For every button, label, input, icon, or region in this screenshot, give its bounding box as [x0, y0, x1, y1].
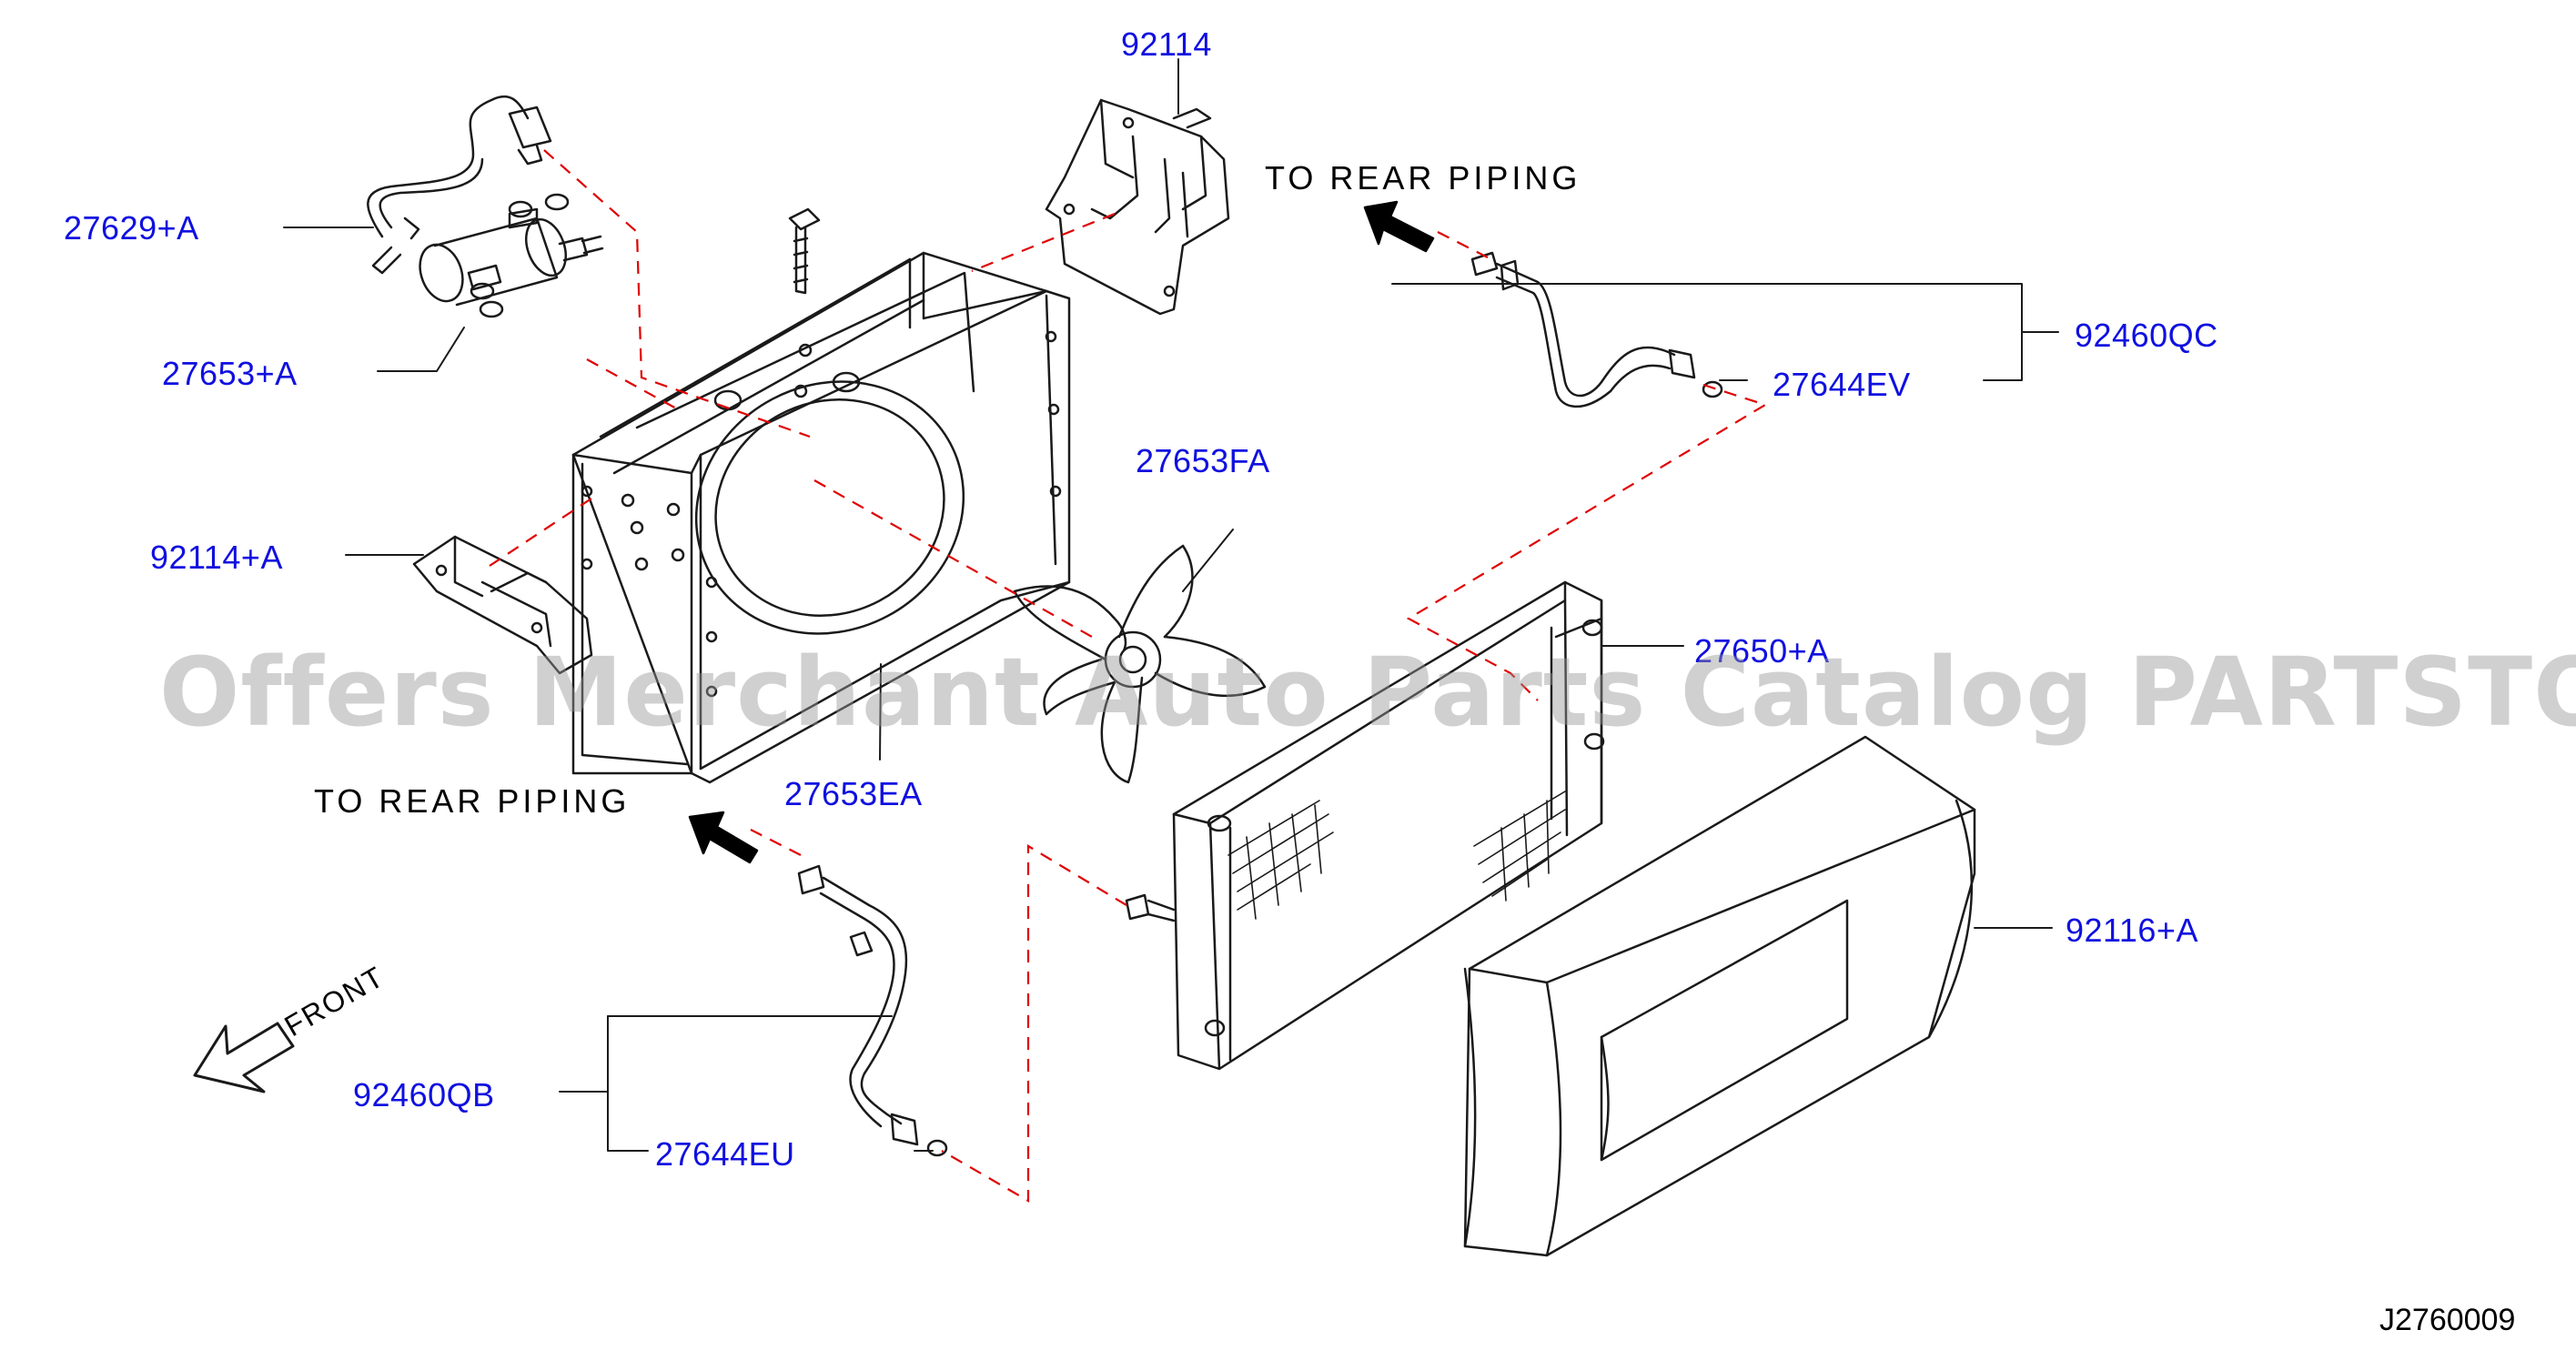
- label-27653a[interactable]: 27653+A: [162, 355, 298, 392]
- label-27629a[interactable]: 27629+A: [64, 209, 199, 247]
- pipe-92460qb[interactable]: [797, 864, 948, 1157]
- harness-27629a[interactable]: [367, 95, 552, 275]
- label-92114[interactable]: 92114: [1121, 25, 1212, 63]
- front-arrow-icon: [193, 1022, 295, 1093]
- label-27650a[interactable]: 27650+A: [1694, 632, 1830, 670]
- label-27644eu[interactable]: 27644EU: [655, 1135, 795, 1173]
- label-92460qb[interactable]: 92460QB: [353, 1076, 495, 1113]
- leader-lines: [283, 58, 2059, 1152]
- diagram-code: J2760009: [2379, 1303, 2516, 1337]
- air-guide-92116a[interactable]: [1463, 735, 1976, 1257]
- label-27653ea[interactable]: 27653EA: [784, 775, 923, 812]
- fan-blade-27653fa[interactable]: [1013, 544, 1267, 784]
- condenser-fitting: [1125, 893, 1176, 922]
- note-to-rear-piping-bottom: TO REAR PIPING: [314, 782, 631, 820]
- note-to-rear-piping-top: TO REAR PIPING: [1265, 159, 1581, 196]
- arrow-to-rear-bottom: [688, 811, 759, 864]
- reference-dashes: [489, 149, 1768, 1203]
- condenser-27650a[interactable]: [1172, 580, 1605, 1071]
- bracket-92114[interactable]: [1045, 98, 1230, 316]
- label-27644ev[interactable]: 27644EV: [1773, 366, 1911, 403]
- label-27653fa[interactable]: 27653FA: [1136, 442, 1270, 479]
- fan-sensor-27653a[interactable]: [412, 193, 604, 318]
- label-92116a[interactable]: 92116+A: [2066, 912, 2198, 949]
- pipe-92460qc[interactable]: [1470, 251, 1723, 408]
- bolt[interactable]: [788, 207, 821, 295]
- label-92460qc[interactable]: 92460QC: [2075, 317, 2218, 354]
- arrow-to-rear-top: [1363, 200, 1435, 253]
- fan-shroud-27653ea[interactable]: [571, 251, 1071, 784]
- bracket-92114a[interactable]: [412, 535, 593, 675]
- label-92114a[interactable]: 92114+A: [150, 539, 283, 576]
